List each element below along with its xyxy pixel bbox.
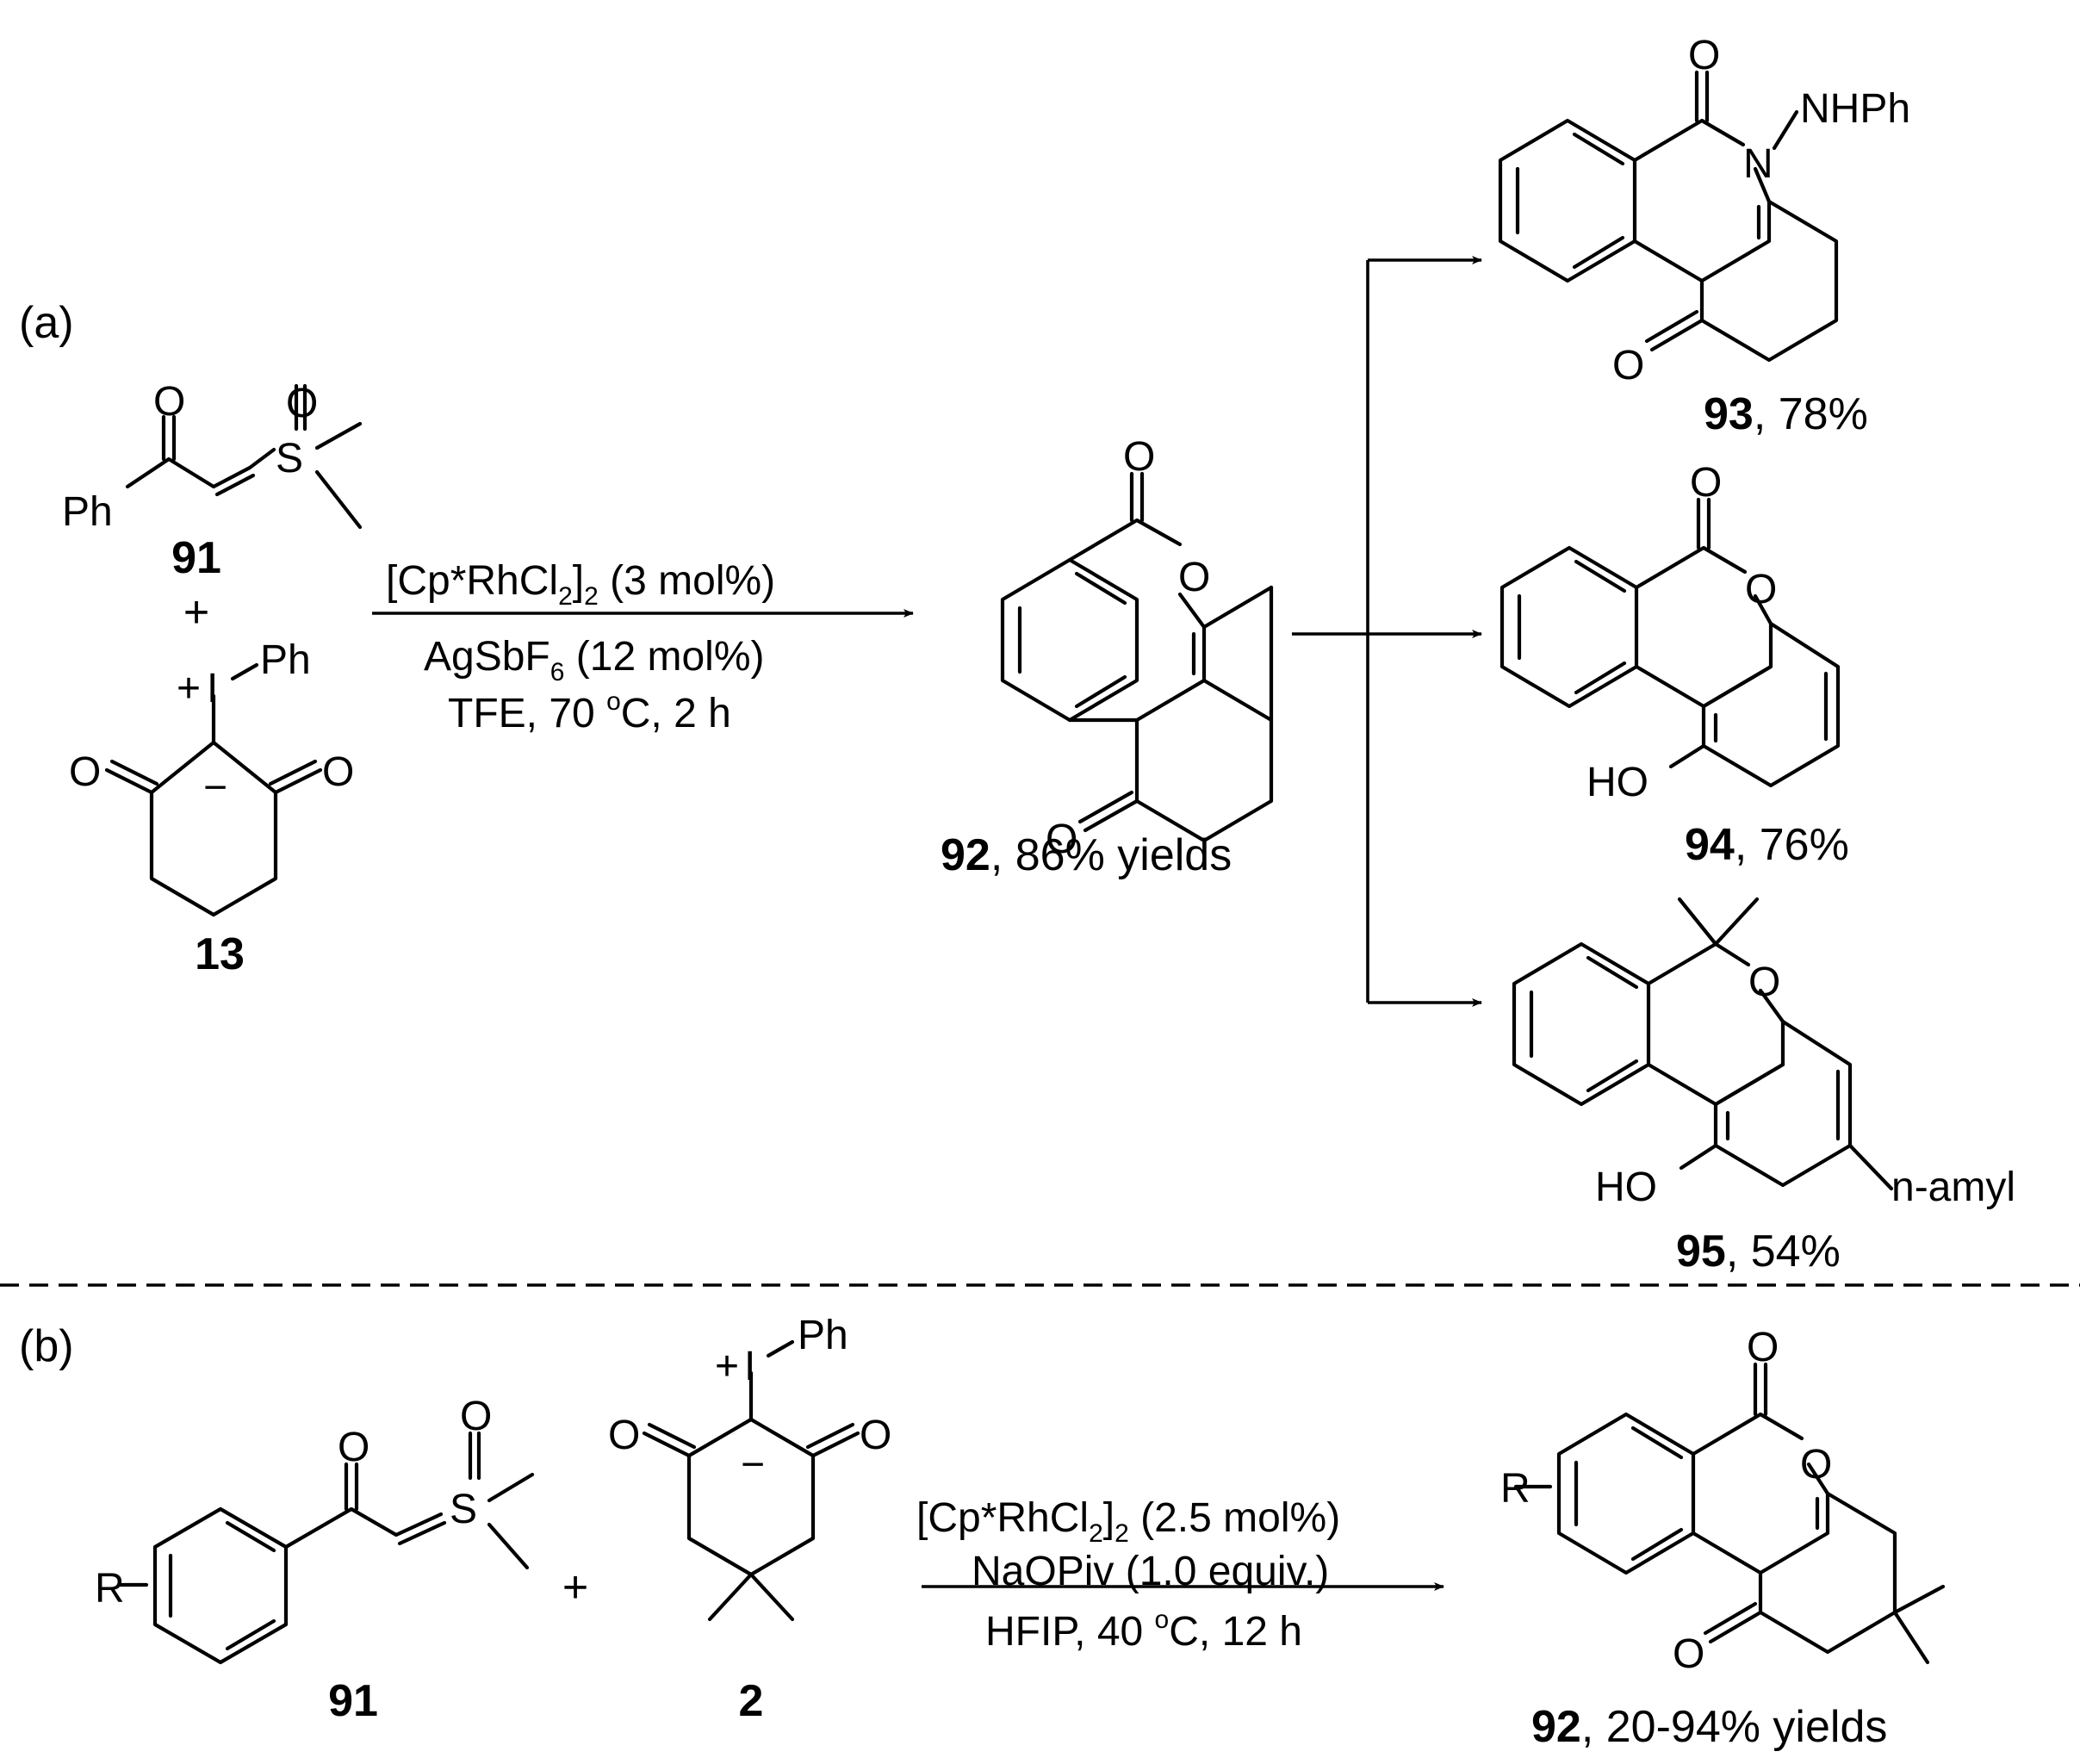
svg-text:Ph: Ph xyxy=(798,1313,848,1358)
svg-text:HO: HO xyxy=(1586,760,1648,805)
svg-text:O: O xyxy=(1800,1442,1832,1488)
svg-text:O: O xyxy=(1747,1325,1779,1370)
conditions-b-line3: HFIP, 40 oC, 12 h xyxy=(985,1606,1302,1655)
svg-text:O: O xyxy=(1690,460,1722,506)
svg-text:R: R xyxy=(1500,1466,1531,1512)
svg-text:I: I xyxy=(744,1344,755,1389)
reagent-91-structure: Ph O O S xyxy=(62,379,363,535)
conditions-a-line3: TFE, 70 oC, 2 h xyxy=(448,687,731,736)
svg-text:O: O xyxy=(1046,817,1077,862)
reagent-2-structure: + I Ph O O − xyxy=(608,1313,891,1622)
svg-text:Ph: Ph xyxy=(260,637,311,683)
svg-text:S: S xyxy=(276,436,303,481)
plus-sign-a: + xyxy=(183,587,209,637)
panel-b-label: (b) xyxy=(19,1321,74,1371)
svg-text:R: R xyxy=(95,1566,125,1612)
svg-text:O: O xyxy=(1123,434,1155,480)
compound-label-2: 2 xyxy=(739,1676,764,1726)
svg-text:O: O xyxy=(1745,567,1777,612)
svg-text:O: O xyxy=(1178,555,1210,600)
svg-text:S: S xyxy=(450,1487,477,1532)
conditions-a-line2: AgSbF6 (12 mol%) xyxy=(424,634,765,686)
svg-text:Ph: Ph xyxy=(62,489,113,535)
svg-text:O: O xyxy=(608,1413,640,1458)
svg-text:−: − xyxy=(741,1442,765,1488)
compound-label-93: 93, 78% xyxy=(1704,389,1868,439)
compound-label-95: 95, 54% xyxy=(1676,1227,1841,1276)
compound-label-92a: 92, 86% yields xyxy=(941,830,1232,880)
svg-text:+: + xyxy=(177,666,201,711)
compound-label-13: 13 xyxy=(195,929,245,979)
reagent-13-structure: + I Ph O O − xyxy=(69,637,354,917)
svg-text:O: O xyxy=(1688,33,1720,78)
product-93-structure: O N NHPh O xyxy=(1498,33,1910,388)
svg-text:O: O xyxy=(460,1394,492,1439)
svg-text:O: O xyxy=(69,749,101,795)
svg-text:I: I xyxy=(207,666,218,711)
plus-sign-b: + xyxy=(562,1562,588,1612)
svg-text:O: O xyxy=(1673,1631,1704,1677)
panel-a-label: (a) xyxy=(19,298,74,348)
compound-label-94: 94, 76% xyxy=(1685,820,1849,870)
svg-text:O: O xyxy=(286,381,318,426)
product-92-structure: O O O xyxy=(1000,434,1274,862)
svg-text:+: + xyxy=(715,1344,739,1389)
product-95-structure: O HO n-amyl xyxy=(1512,897,2015,1210)
svg-text:N: N xyxy=(1743,141,1773,187)
svg-text:n-amyl: n-amyl xyxy=(1891,1165,2015,1210)
product-94-structure: O O HO xyxy=(1499,460,1841,805)
svg-text:O: O xyxy=(1612,343,1644,388)
reagent-91b-structure: R O O S xyxy=(95,1394,535,1665)
svg-text:−: − xyxy=(203,765,227,811)
svg-text:NHPh: NHPh xyxy=(1800,86,1910,132)
svg-text:O: O xyxy=(1748,960,1780,1005)
svg-text:O: O xyxy=(322,749,354,795)
product-92b-structure: R O O O xyxy=(1500,1325,1946,1677)
svg-text:O: O xyxy=(153,379,185,425)
conditions-a-line1: [Cp*RhCl2]2 (3 mol%) xyxy=(386,558,775,611)
svg-text:O: O xyxy=(338,1425,369,1470)
conditions-b-line1: [Cp*RhCl2]2 (2.5 mol%) xyxy=(916,1495,1340,1548)
branch-arrows xyxy=(1292,256,1482,1007)
svg-text:O: O xyxy=(860,1413,891,1458)
compound-label-91a: 91 xyxy=(171,533,221,583)
compound-label-91b: 91 xyxy=(328,1676,378,1726)
svg-text:HO: HO xyxy=(1595,1165,1657,1210)
compound-label-92b: 92, 20-94% yields xyxy=(1531,1702,1887,1752)
